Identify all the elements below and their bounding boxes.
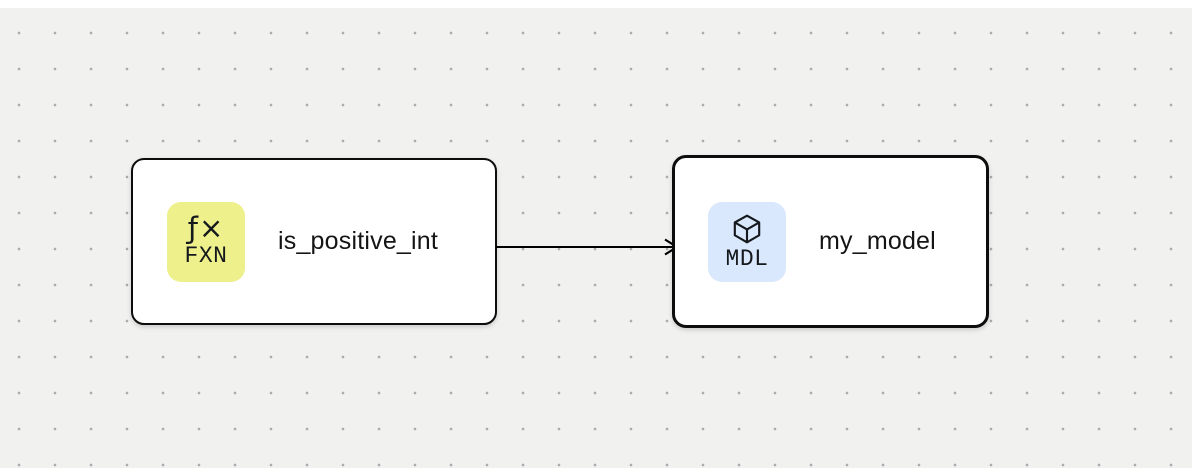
- function-badge: ƒ× FXN: [167, 201, 245, 282]
- function-icon: ƒ×: [187, 211, 225, 245]
- node-label: my_model: [819, 227, 936, 255]
- node-label: is_positive_int: [278, 227, 439, 255]
- canvas-bottom-edge: [0, 468, 1192, 472]
- node-type-tag: MDL: [725, 246, 769, 272]
- canvas-top-edge: [0, 0, 1192, 8]
- model-badge: MDL: [708, 201, 786, 282]
- edge-arrow[interactable]: [495, 233, 681, 261]
- cube-icon: [733, 214, 761, 244]
- node-is-positive-int[interactable]: ƒ× FXN is_positive_int: [131, 158, 497, 325]
- node-type-tag: FXN: [184, 243, 228, 269]
- node-my-model[interactable]: MDL my_model: [672, 155, 989, 328]
